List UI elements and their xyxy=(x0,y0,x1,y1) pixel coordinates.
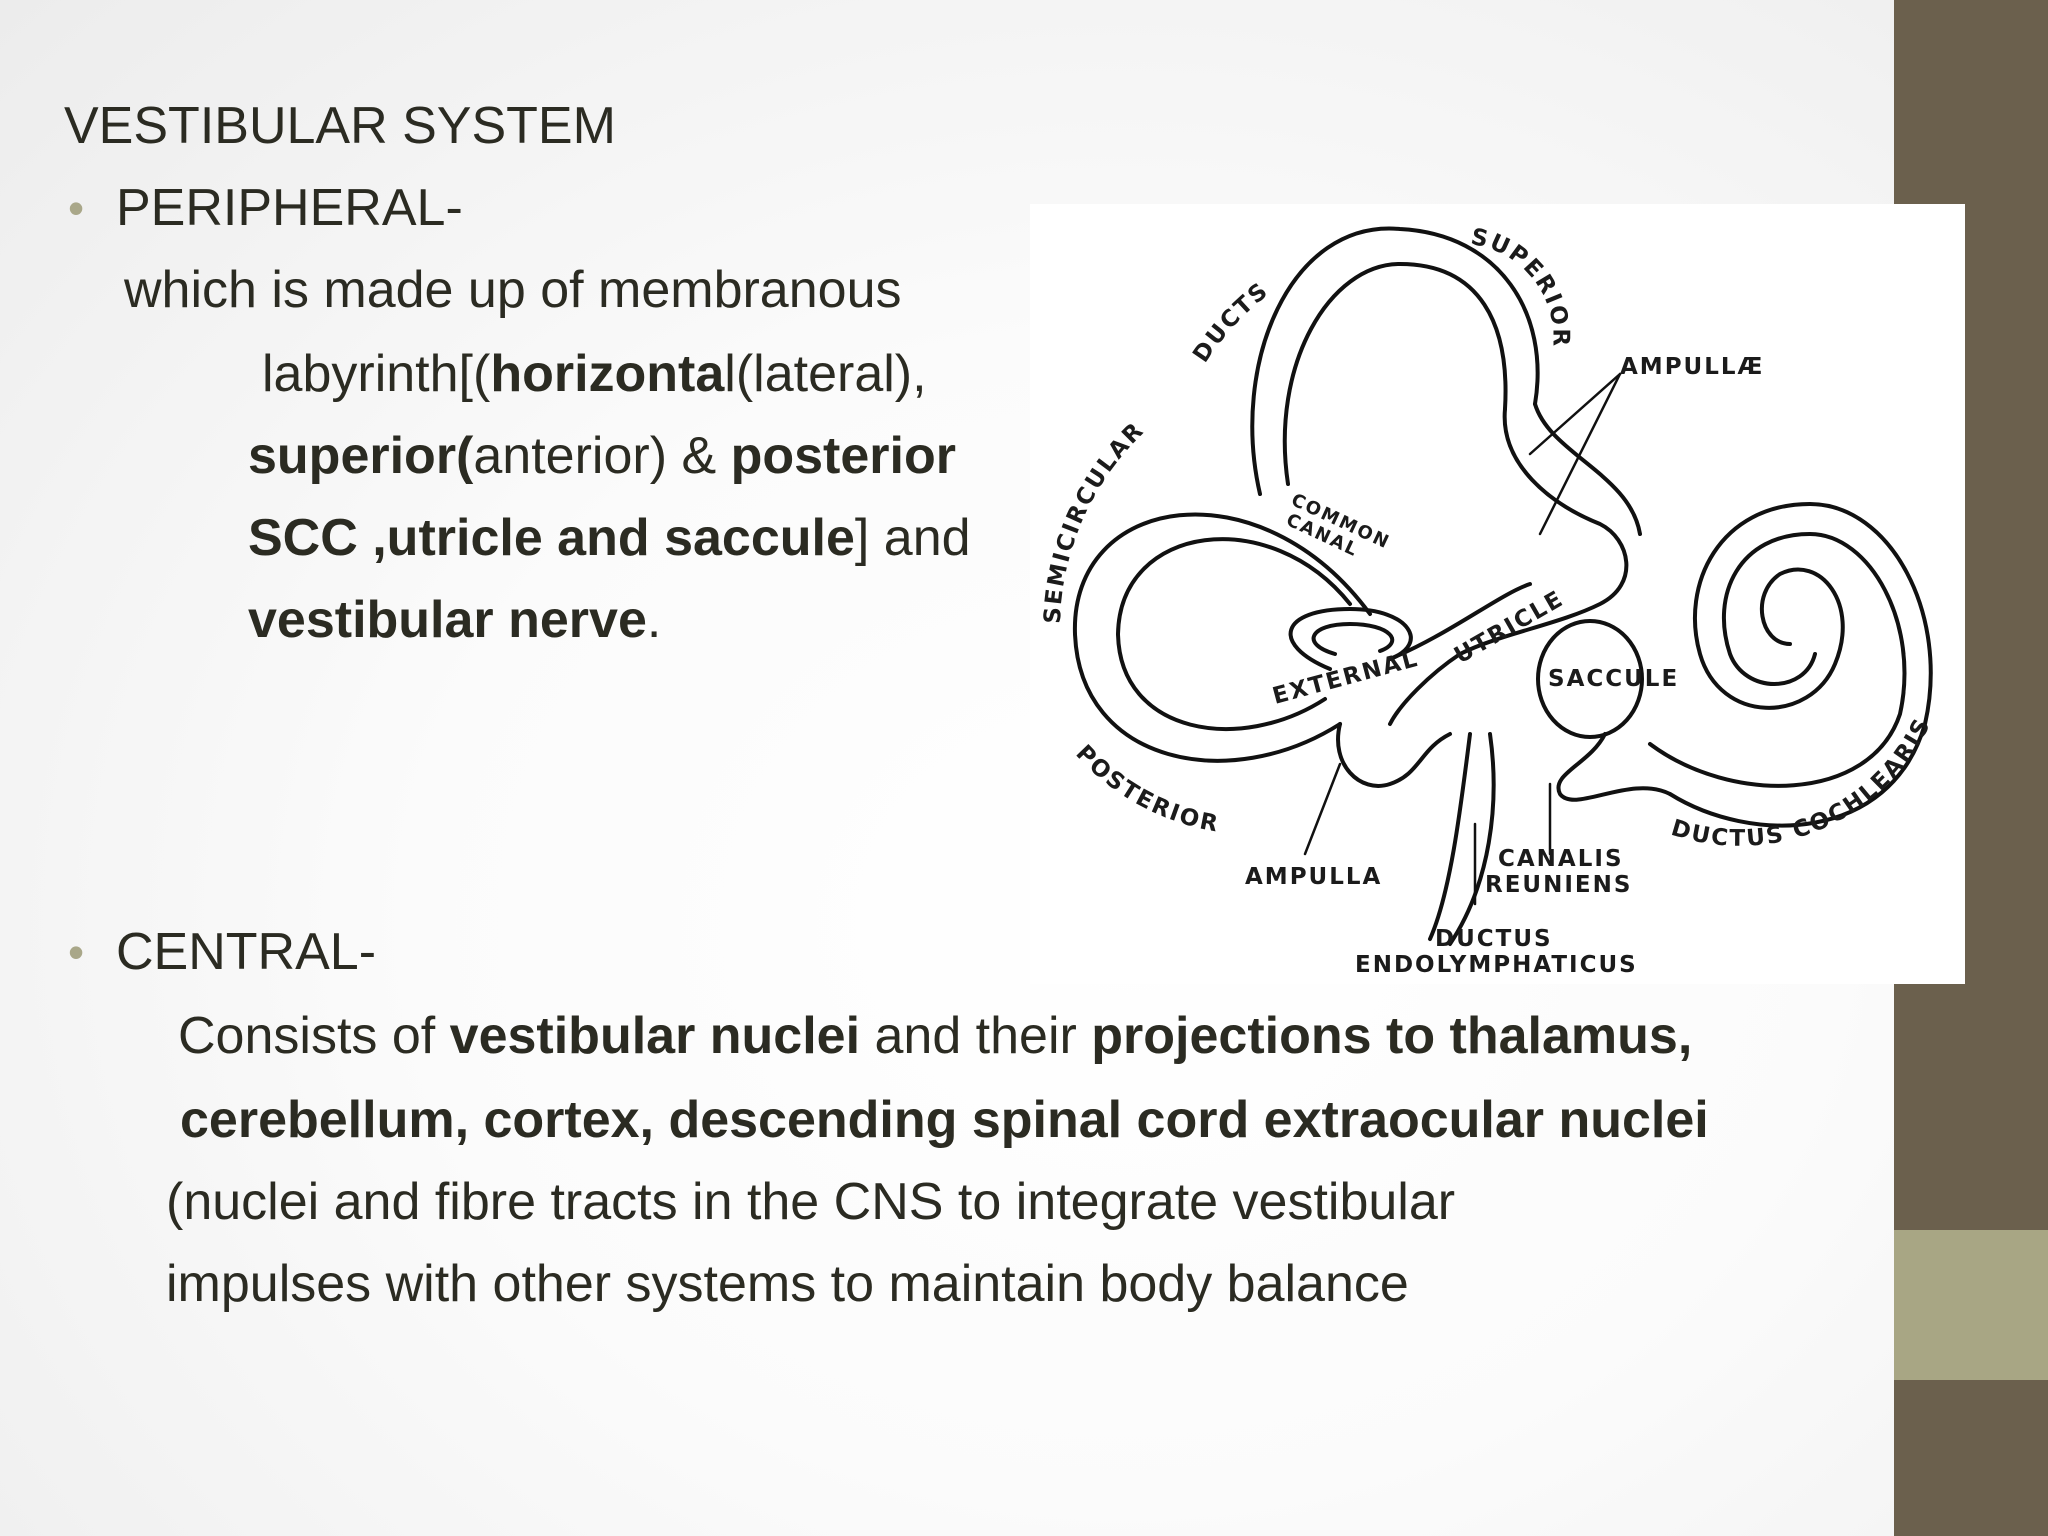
text-run: l(lateral), xyxy=(724,345,927,403)
label-external: EXTERNAL xyxy=(1270,646,1422,710)
label-superior-path: SUPERIOR xyxy=(1469,224,1572,348)
peripheral-line-2: labyrinth[(horizontal(lateral), xyxy=(262,344,927,404)
bullet-dot: • xyxy=(68,926,85,978)
label-posterior: POSTERIOR xyxy=(1071,740,1222,838)
bullet-dot: • xyxy=(68,182,85,234)
bold-run: superior( xyxy=(248,427,474,485)
label-posterior-path: POSTERIOR xyxy=(1071,740,1220,838)
central-line-4: impulses with other systems to maintain … xyxy=(166,1255,1409,1313)
slide-title: VESTIBULAR SYSTEM xyxy=(64,97,616,155)
central-heading: • CENTRAL- xyxy=(68,922,377,982)
peripheral-line-5: vestibular nerve. xyxy=(248,590,661,650)
text-run: and their xyxy=(860,1007,1092,1065)
central-heading-text: CENTRAL- xyxy=(116,923,377,981)
labyrinth-diagram: SUPERIOR DUCTS SEMICIRCULAR AMPULLÆ COMM… xyxy=(1030,204,1965,984)
central-line-2: cerebellum, cortex, descending spinal co… xyxy=(180,1091,1709,1149)
bold-run: posterior xyxy=(730,427,956,485)
label-utricle: UTRICLE xyxy=(1450,586,1569,669)
peripheral-heading: • PERIPHERAL- xyxy=(68,178,463,238)
label-canalis: CANALIS xyxy=(1498,846,1624,872)
text-run: . xyxy=(646,591,662,649)
central-line-1: Consists of vestibular nuclei and their … xyxy=(178,1006,1692,1066)
text-run: anterior) & xyxy=(473,427,731,485)
bold-run: vestibular nuclei xyxy=(449,1007,861,1065)
label-superior: SUPERIOR xyxy=(1469,224,1574,348)
peripheral-line-4: SCC ,utricle and saccule] and xyxy=(248,508,971,568)
text-run: Consists of xyxy=(178,1007,450,1065)
peripheral-line-3: superior(anterior) & posterior xyxy=(248,426,956,486)
label-semicircular-path: SEMICIRCULAR xyxy=(1040,417,1148,624)
text-run: ] and xyxy=(854,509,971,567)
bold-run: projections to thalamus, xyxy=(1091,1007,1693,1065)
label-ductus: DUCTUS xyxy=(1435,926,1553,952)
label-reuniens: REUNIENS xyxy=(1485,872,1632,898)
right-bar-accent xyxy=(1894,1230,2048,1380)
bold-run: vestibular nerve xyxy=(248,591,647,649)
label-saccule: SACCULE xyxy=(1548,666,1679,692)
peripheral-line-1: which is made up of membranous xyxy=(124,261,902,319)
text-run: labyrinth[( xyxy=(262,345,491,403)
peripheral-heading-text: PERIPHERAL- xyxy=(116,179,463,237)
label-ampullae: AMPULLÆ xyxy=(1620,354,1765,380)
label-ampulla: AMPULLA xyxy=(1245,864,1382,890)
bold-run: horizonta xyxy=(490,345,725,403)
labyrinth-drawing: SUPERIOR DUCTS SEMICIRCULAR AMPULLÆ COMM… xyxy=(1040,224,1934,978)
central-line-3: (nuclei and fibre tracts in the CNS to i… xyxy=(166,1173,1456,1231)
label-semicircular: SEMICIRCULAR xyxy=(1040,417,1150,624)
label-endolymphaticus: ENDOLYMPHATICUS xyxy=(1355,952,1638,978)
bold-run: SCC ,utricle and saccule xyxy=(248,509,855,567)
